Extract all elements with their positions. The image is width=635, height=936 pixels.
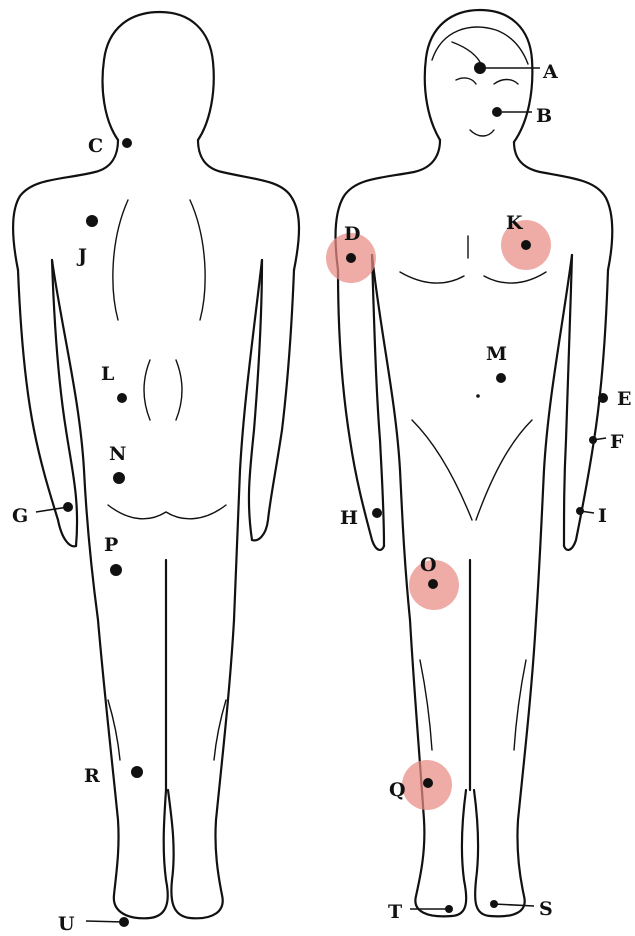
highlight-halos	[326, 220, 551, 810]
marker-dot-n	[113, 472, 125, 484]
marker-label-n: N	[109, 443, 126, 465]
pointer-line-u	[86, 921, 124, 922]
marker-dot-r	[131, 766, 143, 778]
marker-label-a: A	[542, 61, 558, 83]
marker-label-q: Q	[389, 779, 406, 801]
marker-label-r: R	[84, 765, 100, 787]
marker-dot-a	[474, 62, 486, 74]
marker-label-p: P	[104, 534, 118, 556]
pointer-line-s	[494, 904, 534, 906]
marker-dots	[36, 62, 608, 927]
marker-dot-j	[86, 215, 98, 227]
marker-dot-k	[521, 240, 531, 250]
marker-dot-b	[492, 107, 502, 117]
marker-dot-e	[598, 393, 608, 403]
marker-label-c: C	[88, 135, 103, 157]
marker-dot-p	[110, 564, 122, 576]
marker-labels: C J L N P G R U A B D K M E F H I O Q T …	[12, 61, 631, 935]
marker-dot-o	[428, 579, 438, 589]
marker-label-b: B	[536, 105, 552, 127]
marker-label-j: J	[76, 245, 87, 267]
marker-label-s: S	[539, 898, 553, 920]
marker-label-f: F	[610, 431, 624, 453]
marker-label-o: O	[420, 554, 437, 576]
front-view-figure	[336, 10, 613, 916]
marker-dot-q	[423, 778, 433, 788]
marker-label-k: K	[506, 212, 524, 234]
marker-label-i: I	[598, 505, 607, 527]
marker-label-u: U	[58, 913, 75, 935]
marker-dot-m	[496, 373, 506, 383]
marker-label-d: D	[344, 223, 360, 245]
marker-label-t: T	[388, 901, 402, 923]
marker-label-h: H	[340, 507, 358, 529]
back-view-figure	[13, 12, 299, 918]
marker-label-g: G	[12, 505, 28, 527]
marker-dot-h	[372, 508, 382, 518]
marker-dot-d	[346, 253, 356, 263]
marker-dot-l	[117, 393, 127, 403]
marker-label-l: L	[101, 363, 114, 385]
marker-dot-c	[122, 138, 132, 148]
marker-label-e: E	[617, 388, 631, 410]
marker-label-m: M	[486, 343, 507, 365]
pointer-line-g	[36, 507, 68, 512]
